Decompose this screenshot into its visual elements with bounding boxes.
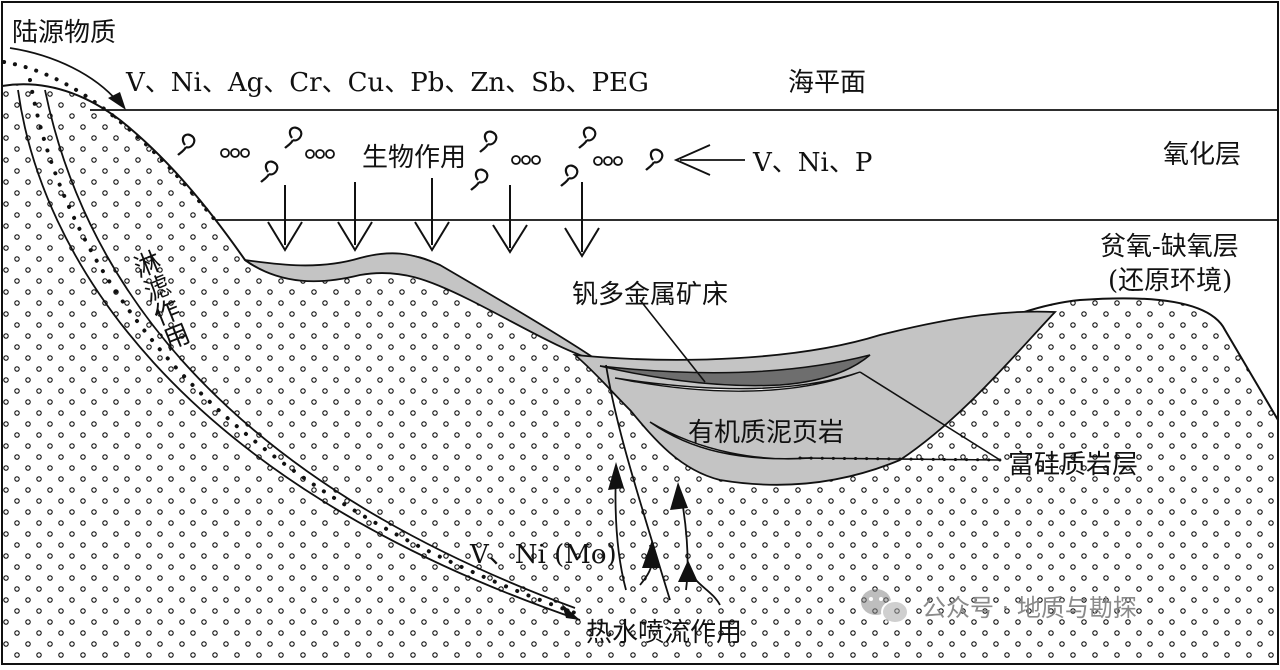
hydro-arrowhead-3 [670,482,688,510]
hydro-arrowhead-4 [678,560,698,582]
bio-arrows [267,178,600,258]
terrigenous-label: 陆源物质 [12,18,117,48]
leaching-dot-trail [28,78,580,616]
organic-shale-label: 有机质泥页岩 [688,418,845,448]
leaching-arrowhead [562,604,580,620]
leaching-channel-inner [44,89,576,609]
bottom-elements-label: V、Ni (Mo) [470,540,617,570]
right-elements-label: V、Ni、P [753,148,873,178]
hydro-arrowhead-1 [608,462,624,490]
vanadium-deposit-label: 钒多金属矿床 [572,280,729,310]
reducing-environment-label: (还原环境) [1108,266,1233,296]
sea-level-label: 海平面 [788,68,867,98]
organic-shale-basin [572,310,1057,486]
deposit-leader-line [639,299,706,383]
siliceous-leader-line-1 [859,371,1001,461]
leaching-channel-outer [17,89,581,621]
terrigenous-arrow [9,47,119,103]
siliceous-dot-trail [798,456,1002,462]
siliceous-layer-label: 富硅质岩层 [1008,450,1139,480]
slope-dot-trail [2,60,217,222]
wechat-logo-icon [861,589,909,624]
watermark-text: 公众号 · 地质与勘探 [922,594,1137,622]
hydrothermal-label: 热水喷流作用 [586,618,743,648]
top-elements-label: V、Ni、Ag、Cr、Cu、Pb、Zn、Sb、PEG [126,68,649,98]
hydro-arrowhead-2 [642,540,660,568]
vanadium-ore-lens [599,354,871,387]
elements-inflow-arrowhead [673,144,711,176]
anoxic-layer-label: 贫氧-缺氧层 [1100,232,1239,262]
oxidized-layer-label: 氧化层 [1163,140,1242,170]
biological-action-label: 生物作用 [362,143,467,173]
terrigenous-arrowhead [108,92,126,110]
